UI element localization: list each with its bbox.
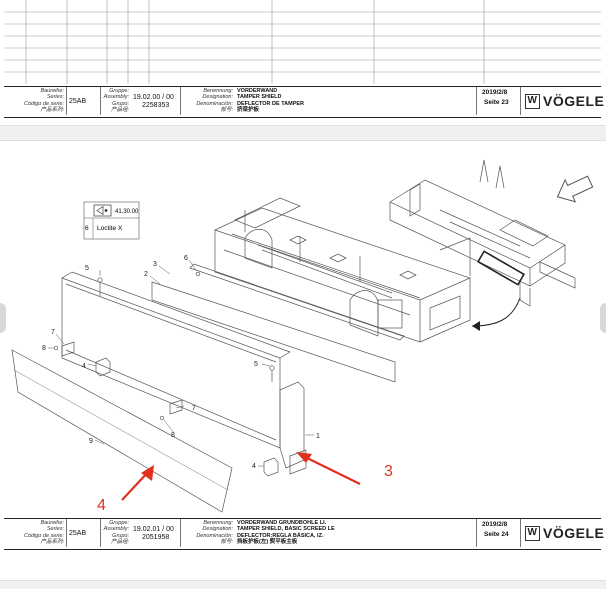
- part-number-5b: 5: [254, 361, 258, 368]
- scroll-right-handle[interactable]: [600, 303, 606, 333]
- designation-labels: Benennung: Designation: Denominación: 部号…: [196, 520, 233, 546]
- designation-labels: Benennung: Designation: Denominación: 部号…: [196, 88, 233, 114]
- series-value: 25AB: [69, 530, 87, 537]
- assembly-value: 19.02.01 / 00: [133, 526, 174, 533]
- assembly-labels: Gruppe: Assembly: Grupo: 产品组:: [103, 88, 129, 114]
- page-number: Seite 24: [484, 531, 509, 538]
- designation-text: VORDERWAND GRUNDBOHLE LI. TAMPER SHIELD,…: [237, 520, 335, 546]
- voegele-logo: W VÖGELE: [525, 93, 604, 109]
- reference-number: 41.30.00: [115, 209, 139, 215]
- part-number-9: 9: [89, 438, 93, 445]
- reference-box: [83, 201, 140, 240]
- series-value: 25AB: [69, 98, 87, 105]
- page-separator: [0, 125, 606, 141]
- annotation-arrowhead-4: [141, 465, 154, 481]
- part-number-5a: 5: [85, 265, 89, 272]
- scroll-left-handle[interactable]: [0, 303, 6, 333]
- title-block-top: Baureihe: Series: Código de serie: 产品系列:…: [4, 86, 604, 118]
- part-number-1: 1: [316, 433, 320, 440]
- side-bracket-foot: [289, 449, 307, 475]
- direction-arrow-icon: [556, 175, 594, 203]
- annotation-3: 3: [384, 463, 393, 480]
- date-text: 2019/2/8: [482, 521, 508, 528]
- part-number-6: 6: [184, 255, 188, 262]
- group-value: 2258353: [142, 102, 170, 109]
- series-labels: Baureihe: Series: Código de serie: 产品系列:: [23, 520, 64, 546]
- logo-mark: W: [525, 93, 540, 109]
- leader-lines: [48, 259, 314, 467]
- small-parts: [53, 271, 279, 477]
- part-number-3: 3: [153, 261, 157, 268]
- note-text: Loctite X: [97, 225, 123, 232]
- detail-inset-drawing: [389, 159, 576, 307]
- page-separator-bottom: [0, 580, 606, 589]
- assembly-value: 19.02.00 / 00: [133, 94, 174, 101]
- logo-text: VÖGELE: [543, 93, 605, 109]
- part-number-8b: 8: [171, 432, 175, 439]
- detail-pointer-arrowhead: [472, 321, 480, 331]
- title-block-bottom: Baureihe: Series: Código de serie: 产品系列:…: [4, 518, 604, 550]
- rubber-skirt: [11, 349, 233, 513]
- page-number: Seite 23: [484, 99, 509, 106]
- part-number-2: 2: [144, 271, 148, 278]
- part-number-4b: 4: [252, 463, 256, 470]
- series-labels: Baureihe: Series: Código de serie: 产品系列:: [23, 88, 64, 114]
- annotation-arrowhead-3: [296, 452, 312, 463]
- logo-text: VÖGELE: [543, 525, 605, 541]
- date-text: 2019/2/8: [482, 89, 508, 96]
- parts-list-grid-top: [4, 0, 601, 84]
- logo-mark: W: [525, 525, 540, 541]
- note-number: 6: [85, 225, 89, 232]
- rubber-skirt-edge: [13, 369, 229, 491]
- part-number-4a: 4: [82, 363, 86, 370]
- exploded-drawing: 41.30.00 6 Loctite X: [0, 150, 606, 515]
- part-number-7a: 7: [51, 329, 55, 336]
- part-number-8a: 8: [42, 345, 46, 352]
- voegele-logo: W VÖGELE: [525, 525, 604, 541]
- tamper-shield-plate: [61, 271, 291, 449]
- detail-highlight: [476, 250, 526, 286]
- annotation-arrow-3: [302, 455, 361, 485]
- screed-frame-drawing: [214, 197, 471, 343]
- part-number-7b: 7: [192, 405, 196, 412]
- seal-strip-2: [151, 281, 396, 383]
- group-value: 2051958: [142, 534, 170, 541]
- annotation-4: 4: [97, 497, 106, 514]
- assembly-labels: Gruppe: Assembly: Grupo: 产品组:: [103, 520, 129, 546]
- designation-text: VORDERWAND TAMPER SHIELD DEFLECTOR DE TA…: [237, 88, 305, 114]
